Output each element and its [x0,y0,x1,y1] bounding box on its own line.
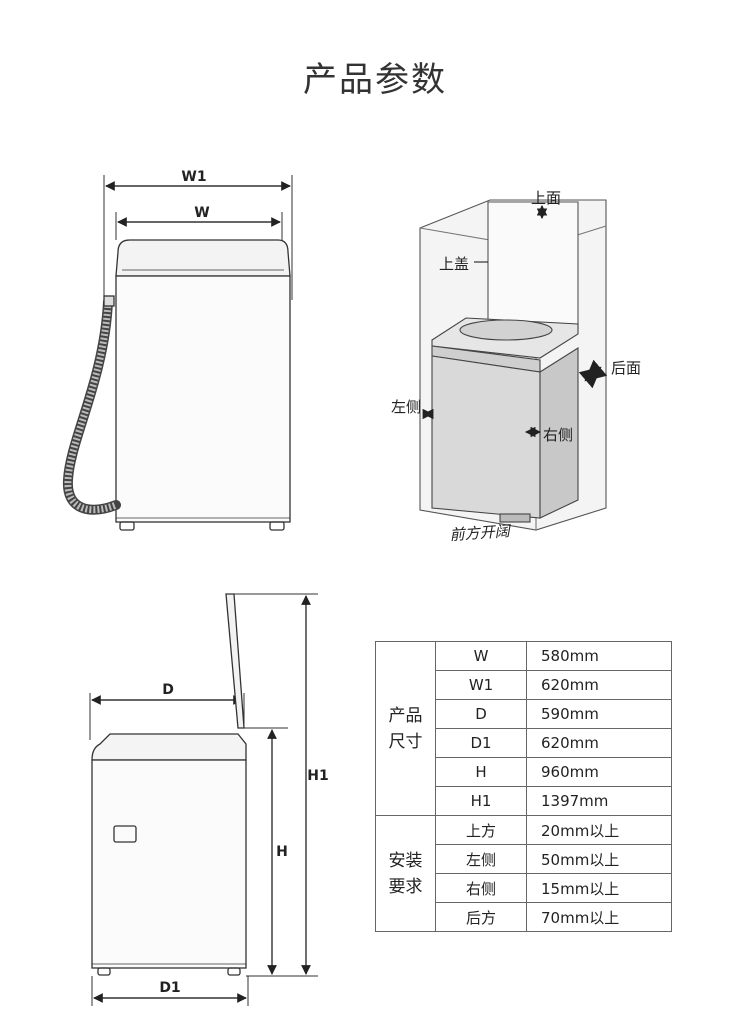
label-lid: 上盖 [439,255,469,273]
spec-value: 620mm [526,728,672,758]
front-view-drawing [62,175,293,531]
dim-label-w1: W1 [181,169,206,185]
install-key: 后方 [435,902,527,932]
install-value: 20mm以上 [526,815,672,845]
label-top: 上面 [531,189,561,207]
dim-label-h1: H1 [307,768,328,784]
install-value: 15mm以上 [526,873,672,903]
spec-group-install: 安装要求 [375,815,436,932]
spec-value: 590mm [526,699,672,729]
install-value: 50mm以上 [526,844,672,874]
clearance-view-drawing [419,199,608,531]
install-value: 70mm以上 [526,902,672,932]
spec-key: W [435,641,527,671]
label-left: 左侧 [391,398,421,416]
spec-key: H [435,757,527,787]
spec-value: 620mm [526,670,672,700]
install-key: 右侧 [435,873,527,903]
spec-value: 1397mm [526,786,672,816]
label-back: 后面 [611,359,641,377]
spec-group-size: 产品尺寸 [375,641,436,816]
label-front: 前方开阔 [449,522,512,544]
spec-value: 580mm [526,641,672,671]
dim-label-h: H [276,844,288,860]
side-view-drawing [89,593,318,1006]
spec-value: 960mm [526,757,672,787]
dim-label-w: W [194,205,209,221]
spec-key: D1 [435,728,527,758]
spec-key: W1 [435,670,527,700]
label-right: 右侧 [543,426,573,444]
spec-table: 产品尺寸 W 580mm W1 620mm D 590mm D1 620mm H… [375,641,672,932]
spec-key: H1 [435,786,527,816]
install-key: 上方 [435,815,527,845]
dim-label-d1: D1 [159,980,180,996]
install-key: 左侧 [435,844,527,874]
spec-key: D [435,699,527,729]
page-title: 产品参数 [303,60,447,100]
dim-label-d: D [162,682,174,698]
